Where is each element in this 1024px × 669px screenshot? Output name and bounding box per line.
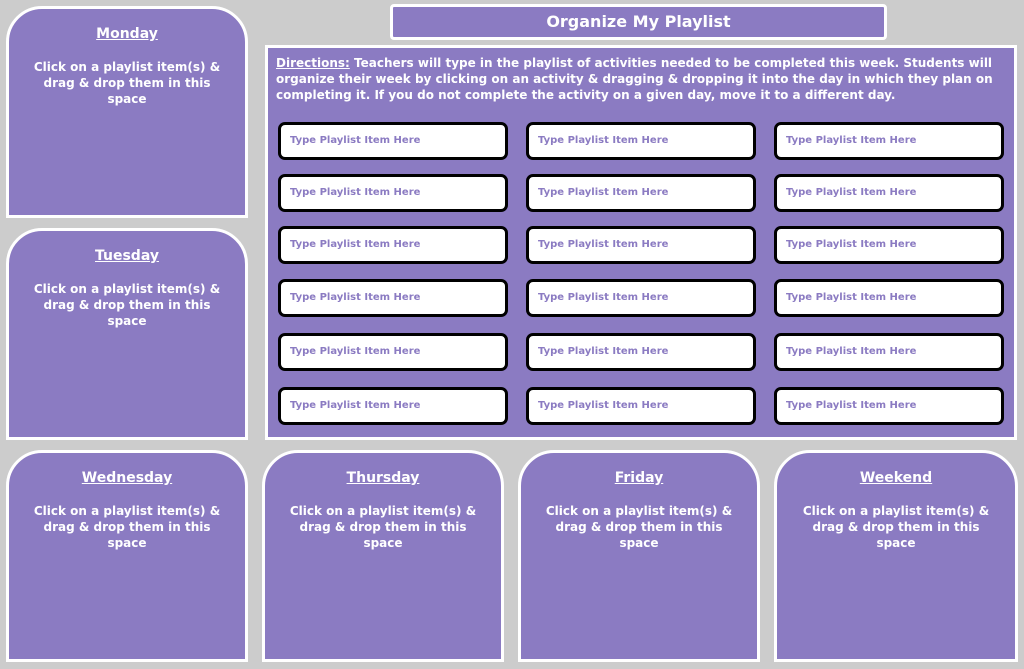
playlist-item[interactable]: Type Playlist Item Here	[774, 387, 1004, 425]
day-title: Monday	[96, 26, 158, 42]
playlist-item[interactable]: Type Playlist Item Here	[278, 226, 508, 264]
day-title: Weekend	[859, 470, 933, 486]
day-panel-friday[interactable]: Friday Click on a playlist item(s) & dra…	[518, 450, 760, 662]
playlist-item[interactable]: Type Playlist Item Here	[774, 122, 1004, 160]
playlist-item[interactable]: Type Playlist Item Here	[774, 333, 1004, 371]
playlist-item[interactable]: Type Playlist Item Here	[774, 279, 1004, 317]
day-panel-thursday[interactable]: Thursday Click on a playlist item(s) & d…	[262, 450, 504, 662]
day-title: Friday	[614, 470, 664, 486]
directions-label: Directions:	[276, 56, 350, 70]
directions: Directions: Teachers will type in the pl…	[276, 55, 1006, 103]
playlist-item[interactable]: Type Playlist Item Here	[526, 387, 756, 425]
playlist-item[interactable]: Type Playlist Item Here	[526, 279, 756, 317]
day-panel-wednesday[interactable]: Wednesday Click on a playlist item(s) & …	[6, 450, 248, 662]
playlist-item[interactable]: Type Playlist Item Here	[278, 279, 508, 317]
directions-text: Teachers will type in the playlist of ac…	[276, 56, 993, 102]
day-panel-weekend[interactable]: Weekend Click on a playlist item(s) & dr…	[774, 450, 1018, 662]
page-title: Organize My Playlist	[390, 4, 887, 40]
day-hint: Click on a playlist item(s) & drag & dro…	[802, 504, 990, 550]
day-hint: Click on a playlist item(s) & drag & dro…	[33, 282, 221, 328]
day-hint: Click on a playlist item(s) & drag & dro…	[33, 60, 221, 106]
playlist-item[interactable]: Type Playlist Item Here	[526, 174, 756, 212]
playlist-item[interactable]: Type Playlist Item Here	[278, 387, 508, 425]
day-panel-monday[interactable]: Monday Click on a playlist item(s) & dra…	[6, 6, 248, 218]
day-title: Tuesday	[95, 248, 159, 264]
playlist-item[interactable]: Type Playlist Item Here	[774, 174, 1004, 212]
playlist-item[interactable]: Type Playlist Item Here	[278, 122, 508, 160]
playlist-item[interactable]: Type Playlist Item Here	[278, 174, 508, 212]
day-title: Wednesday	[81, 470, 173, 486]
playlist-item[interactable]: Type Playlist Item Here	[774, 226, 1004, 264]
day-hint: Click on a playlist item(s) & drag & dro…	[545, 504, 733, 550]
day-panel-tuesday[interactable]: Tuesday Click on a playlist item(s) & dr…	[6, 228, 248, 440]
playlist-board: Directions: Teachers will type in the pl…	[265, 45, 1017, 440]
day-hint: Click on a playlist item(s) & drag & dro…	[33, 504, 221, 550]
playlist-item[interactable]: Type Playlist Item Here	[526, 122, 756, 160]
playlist-item[interactable]: Type Playlist Item Here	[278, 333, 508, 371]
day-title: Thursday	[346, 470, 420, 486]
day-hint: Click on a playlist item(s) & drag & dro…	[289, 504, 477, 550]
playlist-item[interactable]: Type Playlist Item Here	[526, 226, 756, 264]
playlist-item[interactable]: Type Playlist Item Here	[526, 333, 756, 371]
